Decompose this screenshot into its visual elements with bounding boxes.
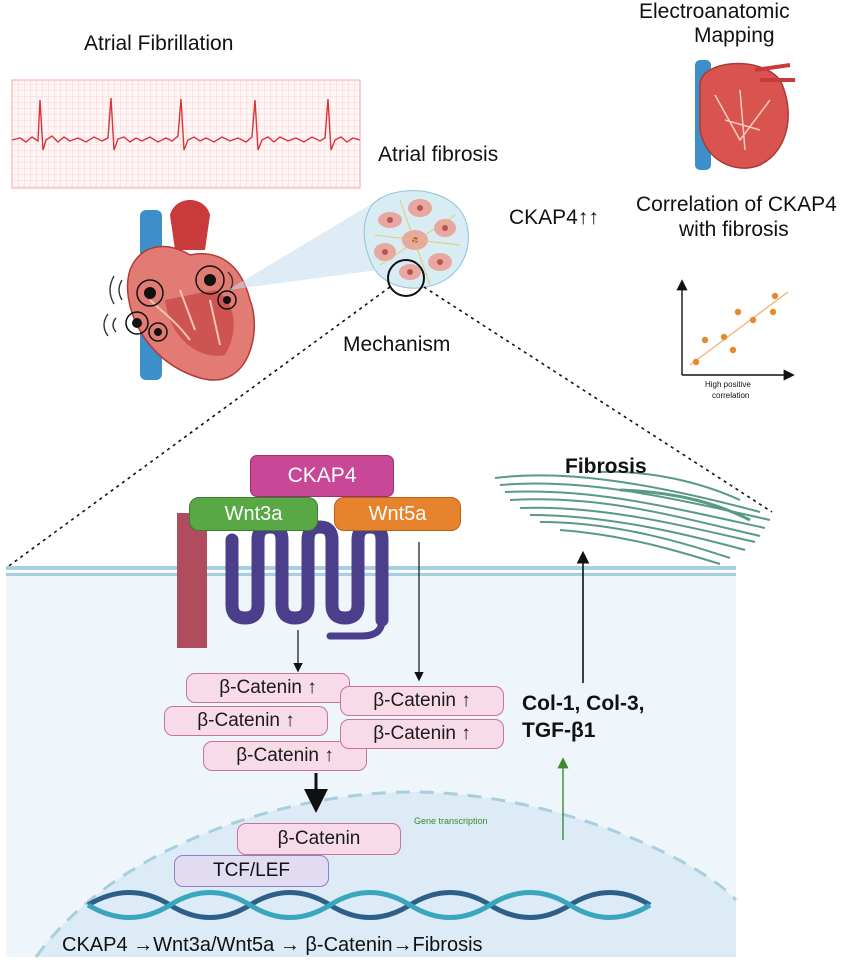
ckap4-elevated-label: CKAP4↑↑ (509, 206, 599, 229)
beta-catenin-up-2: β-Catenin ↑ (164, 706, 328, 736)
zoom-wedge (228, 200, 378, 290)
beta-catenin-up-4: β-Catenin ↑ (340, 686, 504, 716)
fibrosis-fibers (494, 470, 771, 565)
af-heart-illustration (103, 200, 256, 381)
correlation-title-line1: Correlation of CKAP4 (636, 193, 837, 216)
beta-catenin-up-5: β-Catenin ↑ (340, 719, 504, 749)
coreceptor (177, 513, 207, 648)
mechanism-label: Mechanism (343, 333, 451, 356)
correlation-caption-line1: High positive (705, 380, 751, 389)
beta-catenin-nuclear: β-Catenin (237, 823, 401, 855)
electroanatomic-mapping-title-line2: Mapping (694, 24, 775, 47)
markers-line1: Col-1, Col-3, (522, 692, 645, 715)
eam-heart-illustration (695, 60, 795, 170)
fibrosis-label: Fibrosis (565, 455, 647, 478)
beta-catenin-up-3: β-Catenin ↑ (203, 741, 367, 771)
dna-helix (86, 890, 652, 920)
ecg-strip (11, 79, 361, 189)
ecg-trace (11, 97, 361, 151)
electroanatomic-mapping-title-line1: Electroanatomic (639, 0, 790, 23)
correlation-title-line2: with fibrosis (679, 218, 789, 241)
atrial-fibrosis-label: Atrial fibrosis (378, 143, 499, 166)
beta-catenin-up-1: β-Catenin ↑ (186, 673, 350, 703)
markers-line2: TGF-β1 (522, 719, 596, 742)
wnt5a-box: Wnt5a (334, 497, 461, 531)
ckap4-box: CKAP4 (250, 455, 394, 497)
summary-caption: CKAP4 →Wnt3a/Wnt5a → β-Catenin→Fibrosis (62, 934, 483, 956)
gene-transcription-label: Gene transcription (414, 816, 488, 826)
frizzled-receptor (225, 520, 389, 640)
tcf-lef-box: TCF/LEF (174, 855, 329, 887)
wnt3a-box: Wnt3a (189, 497, 318, 531)
cell-membrane (6, 566, 736, 576)
ectopic-focus-icon (125, 265, 237, 342)
correlation-plot (676, 279, 795, 381)
fibrotic-tissue (363, 190, 469, 297)
atrial-fibrillation-title: Atrial Fibrillation (84, 32, 234, 55)
correlation-caption-line2: correlation (712, 391, 750, 400)
